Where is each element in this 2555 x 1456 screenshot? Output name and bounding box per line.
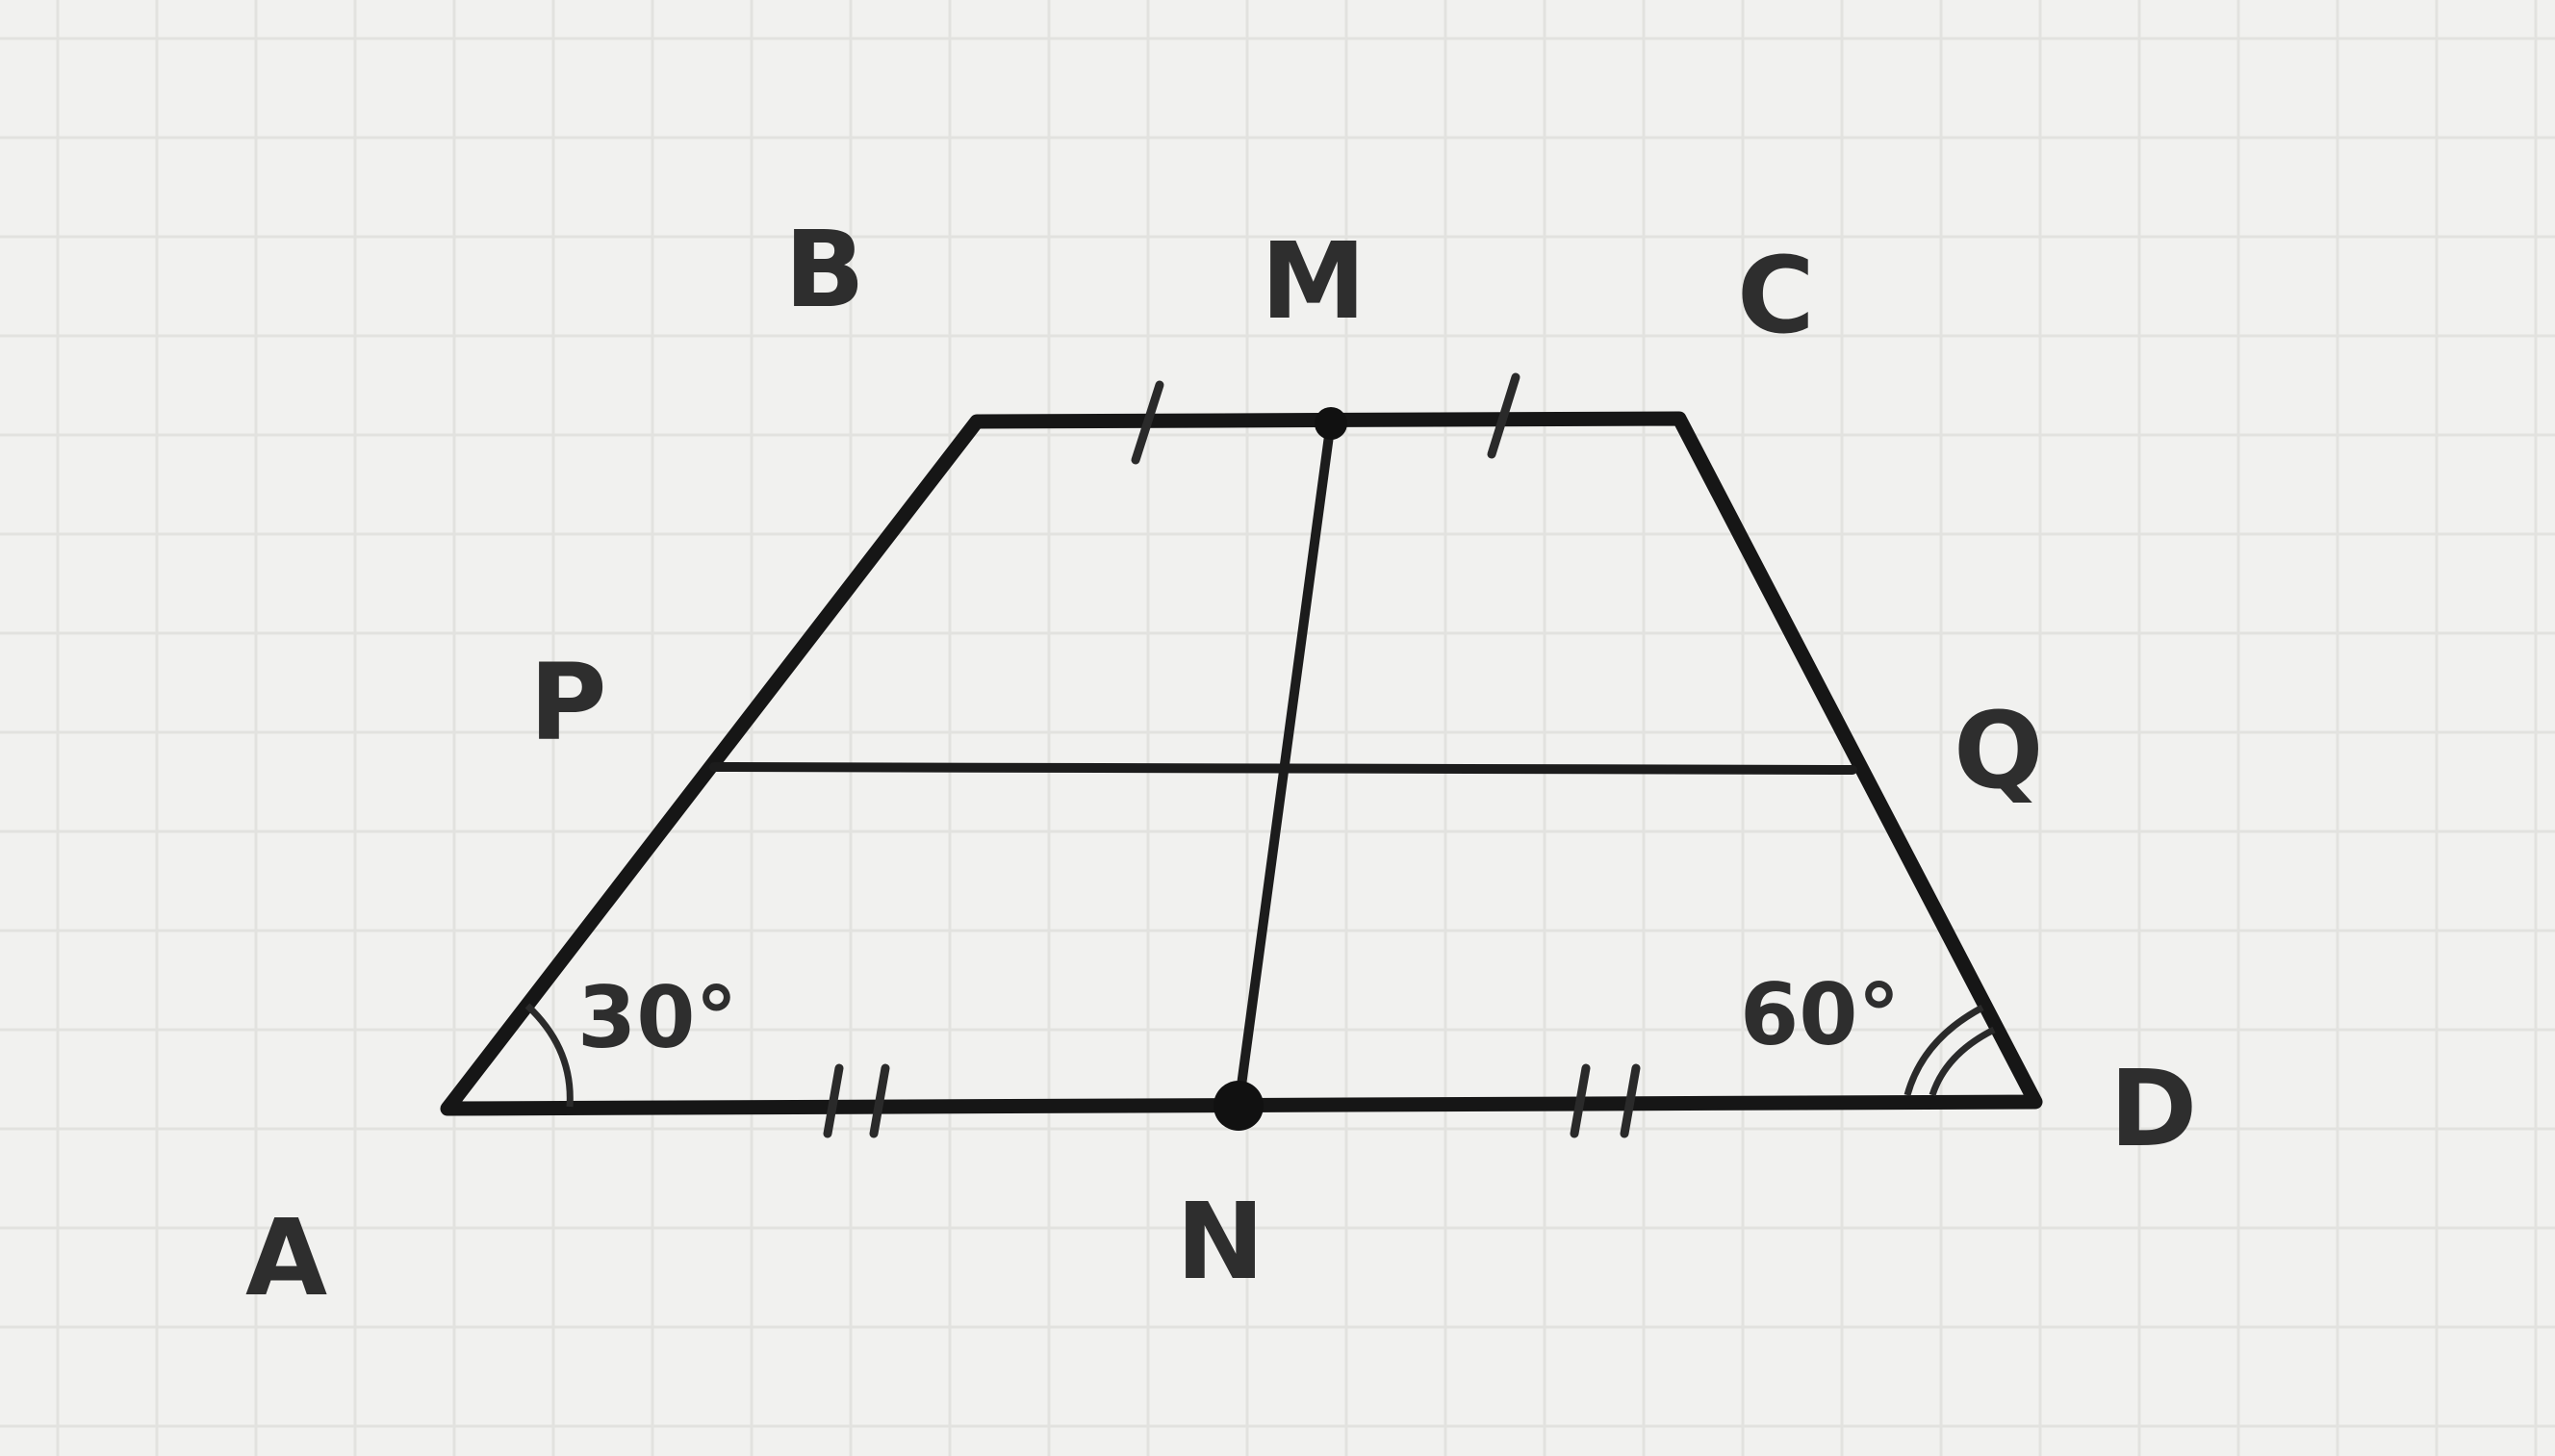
label-b: B xyxy=(784,208,865,331)
point-n xyxy=(1214,1081,1264,1131)
label-a: A xyxy=(245,1196,327,1319)
angle-label-d: 60° xyxy=(1740,965,1900,1064)
label-d: D xyxy=(2109,1047,2197,1170)
angle-label-a: 30° xyxy=(577,968,737,1067)
point-m xyxy=(1315,407,1347,440)
label-m: M xyxy=(1261,219,1366,343)
angle-arc-d-outer xyxy=(1903,1004,1984,1096)
label-n: N xyxy=(1176,1180,1265,1303)
label-c: C xyxy=(1737,234,1815,357)
tick-mc xyxy=(1487,372,1520,459)
double-tick-an xyxy=(823,1063,890,1138)
angle-arc-d-inner xyxy=(1929,1026,1996,1097)
label-q: Q xyxy=(1954,689,2044,812)
tick-bm xyxy=(1131,380,1164,465)
segment-mn xyxy=(1234,417,1336,1111)
angle-arc-a xyxy=(524,1003,574,1108)
label-p: P xyxy=(529,641,607,764)
double-tick-nd xyxy=(1570,1063,1641,1138)
trapezoid-abcd xyxy=(440,411,2043,1116)
